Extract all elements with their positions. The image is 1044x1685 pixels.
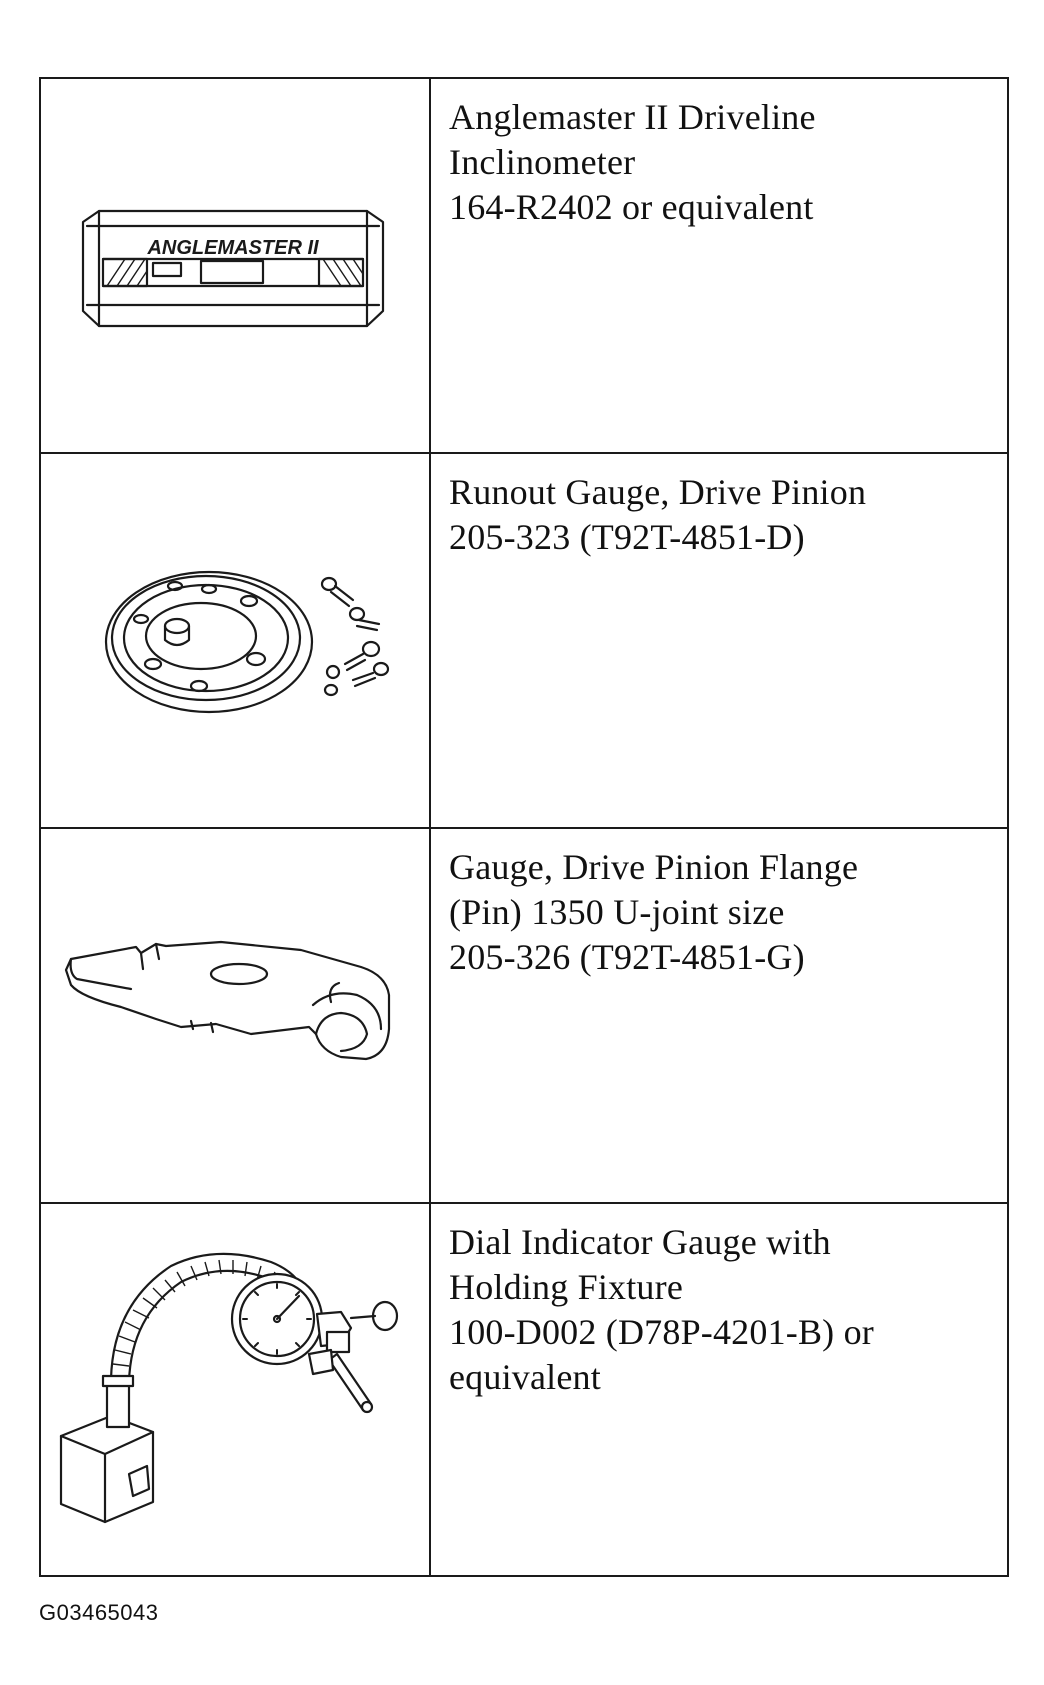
tool-number-line: 100-D002 (D78P-4201-B) or bbox=[449, 1312, 874, 1352]
tool-description-cell: Dial Indicator Gauge with Holding Fixtur… bbox=[431, 1204, 1007, 1575]
tool-row-inclinometer: ANGLEMASTER II Anglemaster II Driveline … bbox=[41, 79, 1007, 454]
flange-gauge-illustration bbox=[64, 940, 391, 1061]
tool-illustration-cell bbox=[41, 829, 431, 1202]
tool-name-line: Dial Indicator Gauge with bbox=[449, 1222, 831, 1262]
tool-name-line: Inclinometer bbox=[449, 142, 636, 182]
tool-name-line: Gauge, Drive Pinion Flange bbox=[449, 847, 859, 887]
tool-illustration-cell bbox=[41, 454, 431, 827]
tool-row-runout-gauge: Runout Gauge, Drive Pinion 205-323 (T92T… bbox=[41, 454, 1007, 829]
tool-description-cell: Gauge, Drive Pinion Flange (Pin) 1350 U-… bbox=[431, 829, 1007, 1202]
tool-name-line: (Pin) 1350 U-joint size bbox=[449, 892, 785, 932]
tool-name-line: Anglemaster II Driveline bbox=[449, 97, 816, 137]
inclinometer-illustration: ANGLEMASTER II bbox=[81, 209, 385, 328]
device-label-text: ANGLEMASTER II bbox=[146, 237, 319, 259]
tool-description-cell: Anglemaster II Driveline Inclinometer 16… bbox=[431, 79, 1007, 452]
tool-number-line: 164-R2402 or equivalent bbox=[449, 187, 814, 227]
tool-illustration-cell: ANGLEMASTER II bbox=[41, 79, 431, 452]
tool-illustration-cell bbox=[41, 1204, 431, 1575]
tool-row-flange-gauge: Gauge, Drive Pinion Flange (Pin) 1350 U-… bbox=[41, 829, 1007, 1204]
tool-name-line: Holding Fixture bbox=[449, 1267, 683, 1307]
tool-name-line: Runout Gauge, Drive Pinion bbox=[449, 472, 867, 512]
special-tools-table: ANGLEMASTER II Anglemaster II Driveline … bbox=[39, 77, 1009, 1577]
figure-id: G03465043 bbox=[39, 1600, 159, 1625]
tool-row-dial-indicator: Dial Indicator Gauge with Holding Fixtur… bbox=[41, 1204, 1007, 1575]
tool-number-line: 205-326 (T92T-4851-G) bbox=[449, 937, 805, 977]
runout-gauge-illustration bbox=[104, 570, 390, 714]
tool-number-line: 205-323 (T92T-4851-D) bbox=[449, 517, 805, 557]
tool-description-cell: Runout Gauge, Drive Pinion 205-323 (T92T… bbox=[431, 454, 1007, 827]
dial-indicator-illustration bbox=[59, 1252, 399, 1524]
tool-number-line: equivalent bbox=[449, 1357, 601, 1397]
